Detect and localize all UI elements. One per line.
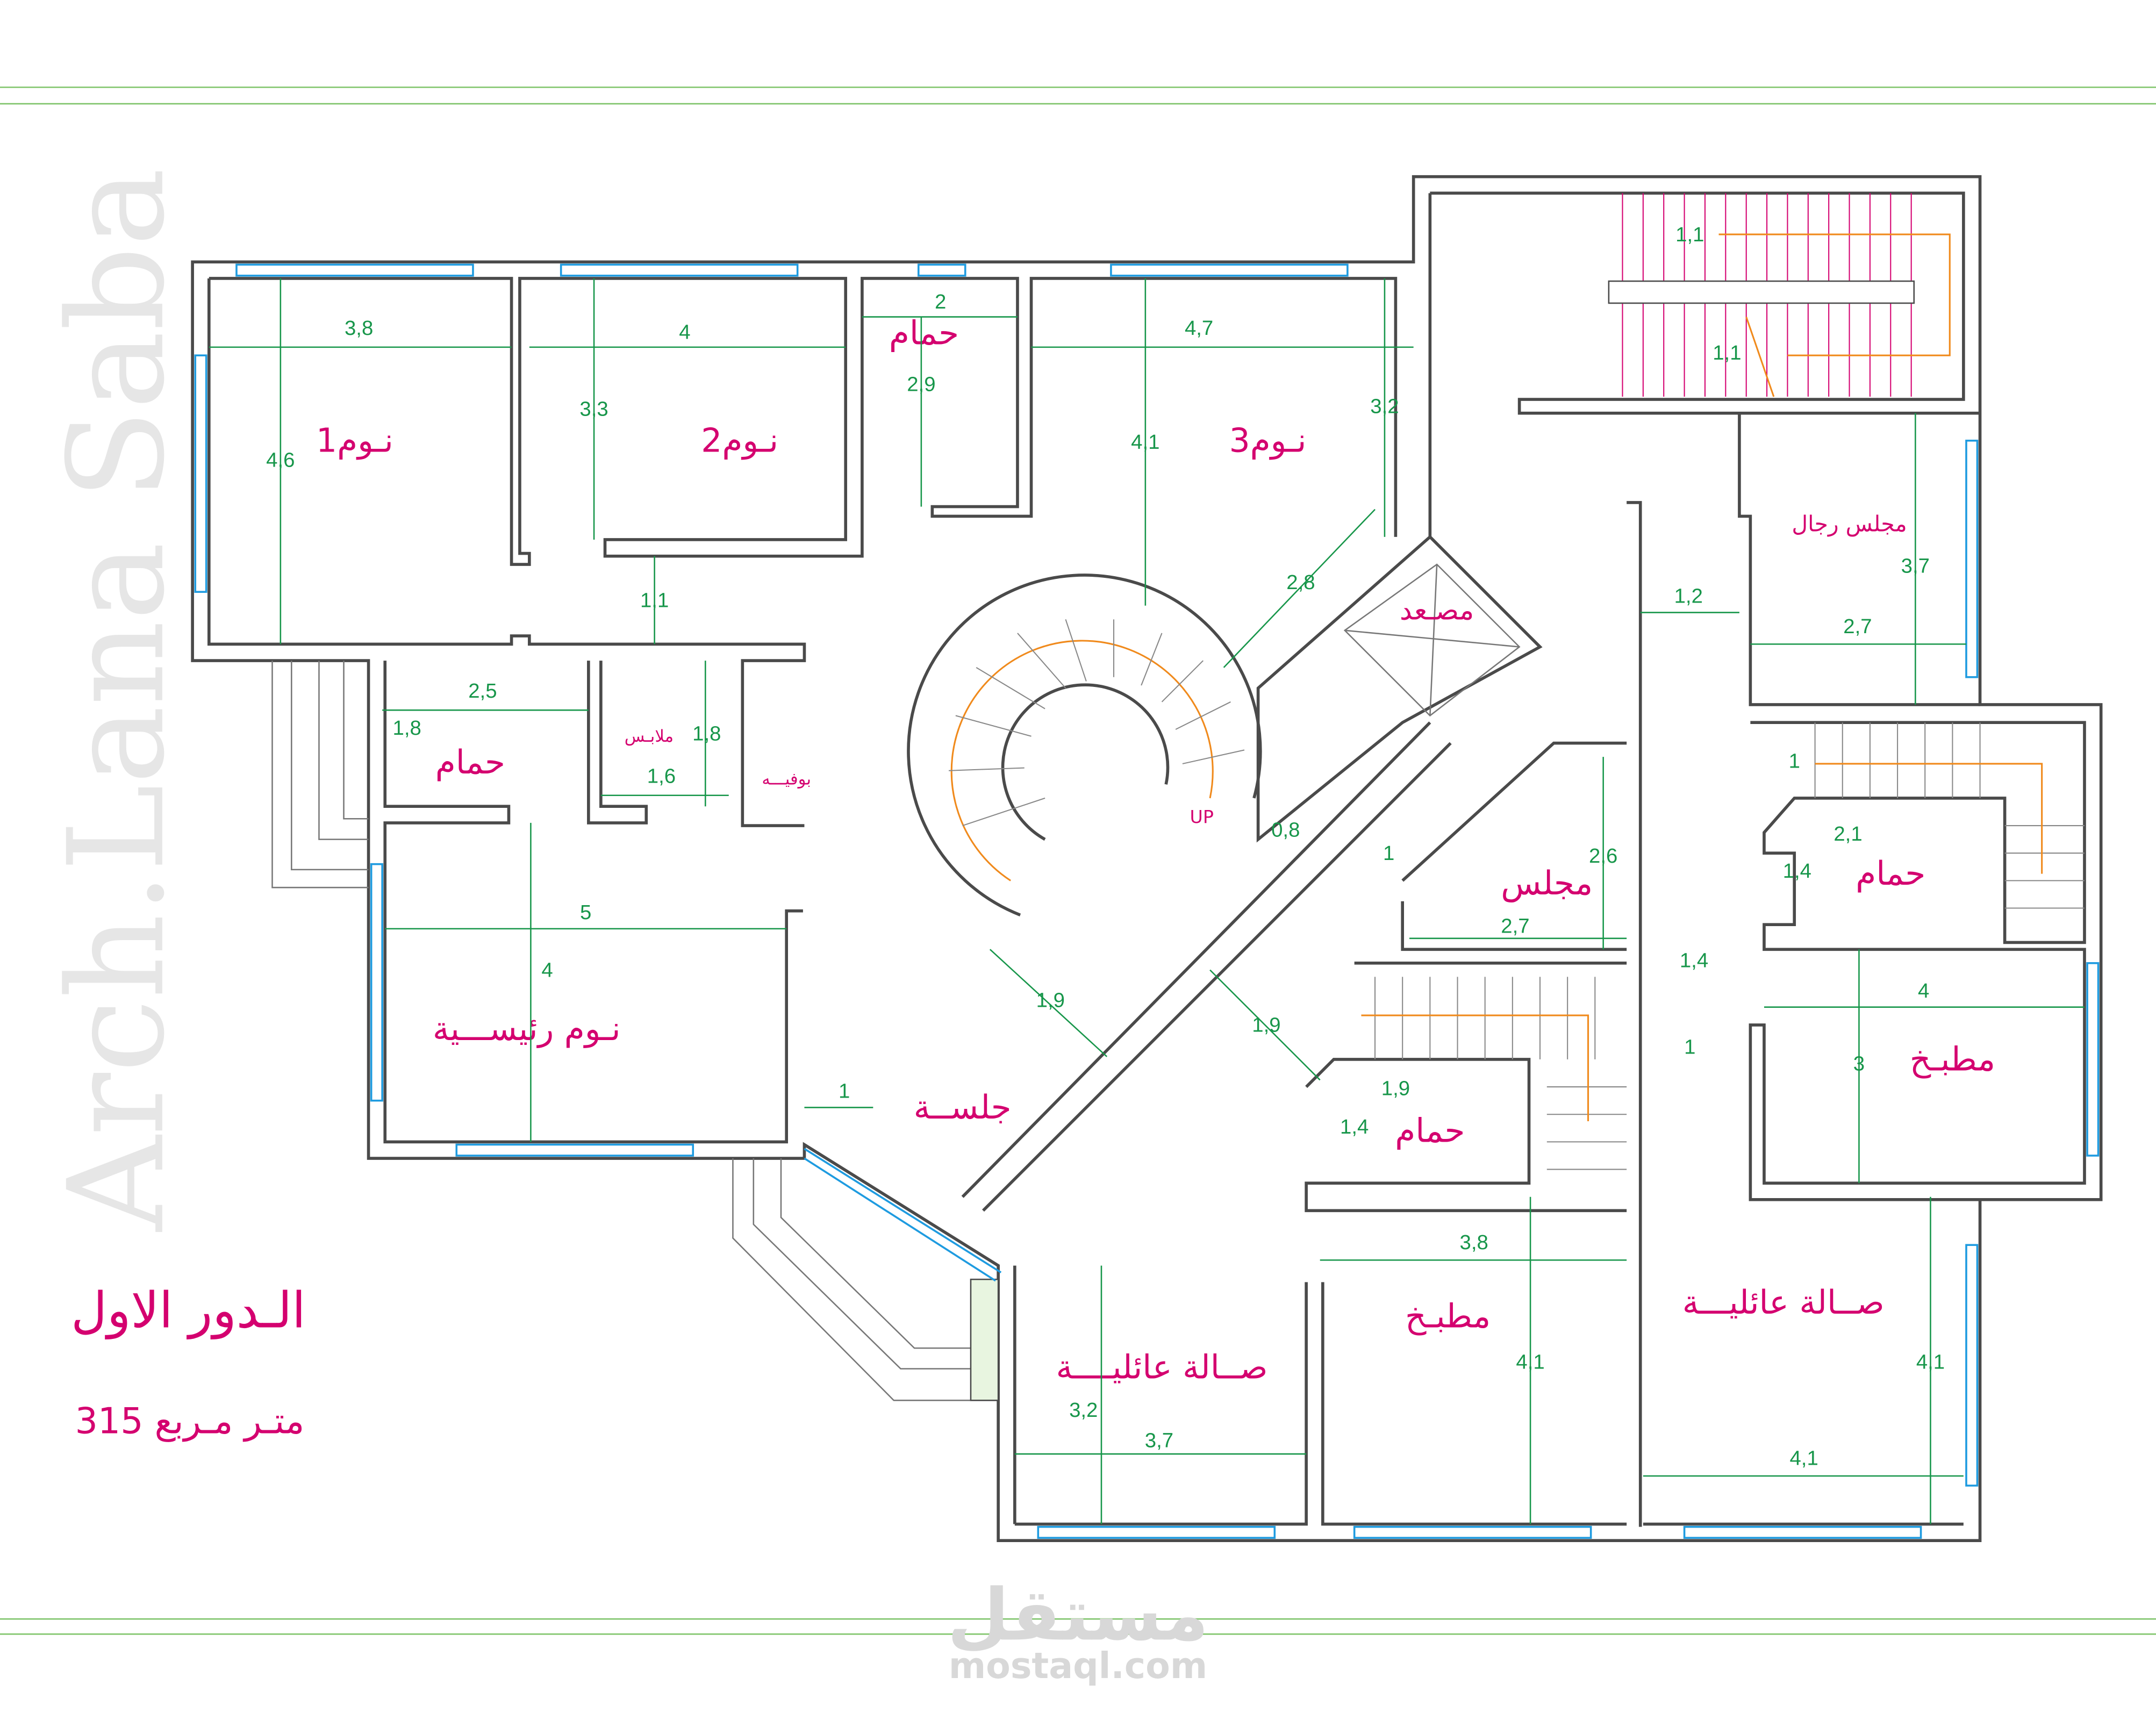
dim-label: 2,1 (1833, 822, 1862, 845)
dim-label: 2 (935, 290, 946, 313)
dim-label: 1,4 (1340, 1115, 1369, 1138)
dim-label: 4 (679, 321, 690, 344)
dim-label: 3,2 (1370, 395, 1399, 418)
floor-title: الـدور الاول (71, 1282, 306, 1340)
dim-label: 1,4 (1680, 949, 1708, 972)
dim-label: 4,1 (1516, 1350, 1544, 1373)
dim-label: 4,6 (266, 448, 295, 471)
dim-label: 1,9 (1252, 1014, 1280, 1037)
dim-label: 1,9 (1381, 1077, 1410, 1100)
room-men-majlis: مجلس رجال (1792, 511, 1907, 537)
room-labels: 1نـوم 2نـوم حمام 3نـوم مصـعد مجلس رجال ح… (316, 314, 1995, 1387)
room-bedroom-3: 3نـوم (1229, 421, 1307, 460)
dim-label: 4,1 (1916, 1350, 1945, 1373)
room-bathroom-right: حمام (1856, 855, 1925, 893)
dim-label: 1,1 (640, 589, 669, 612)
room-kitchen-center: مطبـخ (1405, 1298, 1491, 1336)
windows (194, 263, 2100, 1539)
dim-label: 2,7 (1843, 615, 1872, 638)
room-bedroom-1: 1نـوم (316, 421, 393, 460)
floor-area: متـر مـربع 315 (75, 1400, 305, 1443)
stairs-up-label: UP (1190, 806, 1214, 827)
room-bathroom-top: حمام (889, 314, 959, 353)
room-dressing: ملابـس (625, 727, 674, 746)
dim-label: 1,8 (393, 716, 421, 740)
dim-label: 1 (1789, 750, 1800, 773)
dim-label: 1,6 (647, 765, 676, 788)
dim-label: 2,8 (1286, 571, 1315, 594)
dim-label: 3,8 (345, 317, 373, 340)
dimension-labels: 3,8 4 2 2,9 4,7 3,3 4,6 4,1 3,2 1,1 2,8 … (266, 223, 1945, 1470)
balcony-lines (271, 661, 999, 1401)
room-buffet: بوفيـــه (762, 770, 811, 789)
dim-label: 1,4 (1783, 859, 1811, 883)
svg-text:mostaql.com: mostaql.com (949, 1645, 1207, 1687)
svg-text:مستقل: مستقل (947, 1574, 1208, 1657)
room-majlis: مجلس (1501, 864, 1593, 902)
dim-label: 4 (1918, 979, 1929, 1002)
top-stair (1608, 193, 1951, 397)
dim-label: 1 (839, 1080, 850, 1103)
dim-label: 2,7 (1501, 915, 1529, 938)
dim-label: 4 (541, 958, 553, 981)
elevator (1343, 563, 1521, 717)
dim-label: 1,1 (1713, 341, 1741, 364)
room-bathroom-master: حمام (435, 743, 505, 782)
dim-label: 4,7 (1185, 317, 1213, 340)
frame-lines (0, 87, 2156, 1635)
dim-label: 2,6 (1589, 844, 1617, 868)
room-family-hall-right: صــالة عائليـــة (1682, 1284, 1885, 1322)
dim-label: 1,9 (1036, 989, 1065, 1012)
dim-label: 1,2 (1674, 585, 1703, 608)
dim-label: 0,8 (1271, 819, 1300, 842)
planter (970, 1278, 999, 1401)
dim-label: 3,7 (1145, 1429, 1173, 1452)
dim-label: 3 (1853, 1052, 1865, 1075)
dim-label: 1,8 (692, 722, 721, 745)
dim-label: 1,1 (1675, 223, 1704, 246)
dim-label: 3,2 (1069, 1399, 1098, 1422)
mostaql-logo: مستقل mostaql.com (947, 1574, 1208, 1687)
room-kitchen-right: مطبـخ (1910, 1040, 1995, 1078)
dim-label: 5 (580, 901, 591, 924)
walls (191, 175, 2103, 1543)
dim-label: 3,7 (1901, 554, 1930, 577)
watermark: Arch.Lana Saba (40, 168, 194, 1232)
room-family-hall-left: صــالة عائليــــة (1056, 1348, 1268, 1386)
dim-label: 1 (1684, 1036, 1695, 1059)
dim-label: 4,1 (1789, 1447, 1818, 1470)
dim-label: 1 (1383, 842, 1394, 865)
room-elevator: مصـعد (1400, 594, 1474, 626)
room-master-bedroom: نـوم رئيســـية (433, 1010, 621, 1048)
dimension-lines (209, 278, 2085, 1524)
room-sitting: جلســة (914, 1088, 1012, 1127)
dim-label: 2,9 (907, 373, 935, 396)
room-bedroom-2: 2نـوم (701, 421, 778, 460)
dim-label: 4,1 (1131, 431, 1159, 454)
dim-label: 2,5 (468, 679, 497, 703)
spiral-stair (907, 574, 1262, 916)
dim-label: 3,3 (579, 398, 608, 421)
room-bathroom-center: حمام (1395, 1112, 1465, 1150)
lower-stairs (1361, 722, 2085, 1170)
dim-label: 3,8 (1460, 1231, 1488, 1254)
